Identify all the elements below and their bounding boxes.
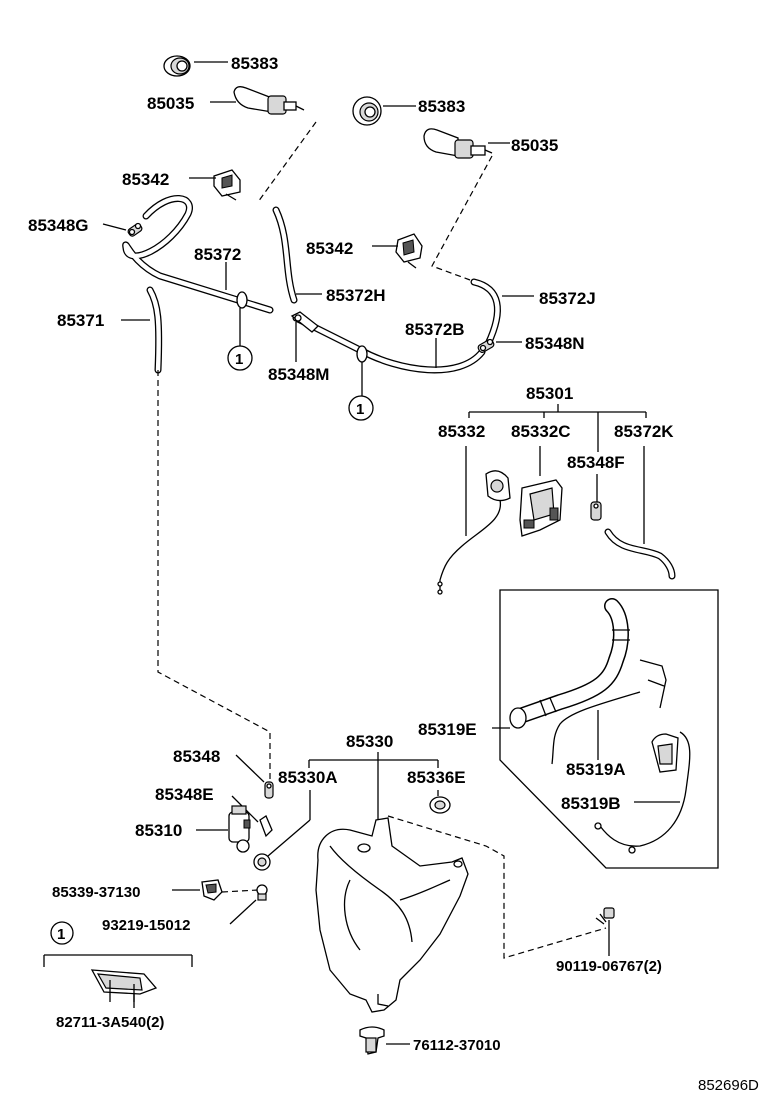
label-85348n: 85348N (525, 334, 585, 353)
hose-85372k (604, 528, 676, 580)
part-85332-rod (437, 470, 511, 595)
nozzle-cap-right (352, 96, 382, 126)
label-85330a: 85330A (278, 768, 338, 787)
hose-85372j (470, 278, 501, 348)
label-85319a: 85319A (566, 760, 626, 779)
label-85035-left: 85035 (147, 94, 194, 113)
nozzle-body-left (233, 86, 305, 115)
hose-85372b (292, 314, 486, 374)
label-85348m: 85348M (268, 365, 329, 384)
callout-circle-1c: 1 (50, 921, 74, 945)
connector-85348m (290, 311, 319, 333)
washer-tank-85330 (315, 817, 469, 1013)
callout-circle-1b: 1 (348, 395, 374, 421)
label-85372k: 85372K (614, 422, 674, 441)
connector-85348n (477, 338, 495, 353)
svg-text:1: 1 (356, 401, 364, 418)
part-85319a (551, 659, 667, 765)
svg-text:1: 1 (57, 926, 65, 943)
label-85301: 85301 (526, 384, 573, 403)
callout-circle-1a: 1 (227, 345, 253, 371)
part-85339-clamp (201, 879, 223, 901)
label-85336e: 85336E (407, 768, 466, 787)
hose-85371 (146, 286, 163, 374)
part-93219-bolt (256, 884, 268, 901)
label-85035-right: 85035 (511, 136, 558, 155)
label-85371: 85371 (57, 311, 104, 330)
label-85372b: 85372B (405, 320, 465, 339)
clip-85342-left (213, 169, 241, 201)
label-85342-right: 85342 (306, 239, 353, 258)
label-85319e: 85319E (418, 720, 477, 739)
label-90119: 90119-06767(2) (556, 958, 662, 975)
connector-85348f (590, 501, 602, 521)
label-85348: 85348 (173, 747, 220, 766)
label-85332c: 85332C (511, 422, 571, 441)
label-85383-left: 85383 (231, 54, 278, 73)
label-85372h: 85372H (326, 286, 386, 305)
label-85330: 85330 (346, 732, 393, 751)
label-85310: 85310 (135, 821, 182, 840)
figure-id: 852696D (698, 1077, 759, 1094)
label-85342-left: 85342 (122, 170, 169, 189)
label-76112: 76112-37010 (413, 1037, 501, 1054)
label-85332: 85332 (438, 422, 485, 441)
label-85372: 85372 (194, 245, 241, 264)
grommet-85330a (253, 853, 271, 871)
label-85348f: 85348F (567, 453, 625, 472)
cap-76112 (359, 1026, 385, 1055)
grommet-85336e (429, 796, 451, 814)
label-85383-right: 85383 (418, 97, 465, 116)
part-85319e-hose (509, 598, 630, 729)
label-82711: 82711-3A540(2) (56, 1014, 164, 1031)
part-82711-clip (90, 969, 158, 1002)
label-85339: 85339-37130 (52, 884, 140, 901)
label-85348g: 85348G (28, 216, 89, 235)
label-85319b: 85319B (561, 794, 621, 813)
label-93219: 93219-15012 (102, 917, 190, 934)
svg-text:1: 1 (235, 351, 243, 368)
clip-85342-right (395, 233, 423, 269)
label-85372j: 85372J (539, 289, 596, 308)
connector-85348e (259, 815, 273, 838)
connector-85348 (264, 781, 274, 799)
bolt-90119 (595, 907, 615, 925)
part-85310-pump (228, 805, 251, 853)
nozzle-body-right (423, 128, 493, 159)
hose-85372 (122, 195, 274, 314)
inset-box (499, 589, 719, 869)
connector-85348g (127, 222, 143, 237)
part-85319b (594, 731, 691, 854)
hose-85372h (272, 206, 298, 304)
nozzle-cap-left (163, 55, 191, 77)
part-85332c-bracket (519, 479, 563, 537)
label-85348e: 85348E (155, 785, 214, 804)
